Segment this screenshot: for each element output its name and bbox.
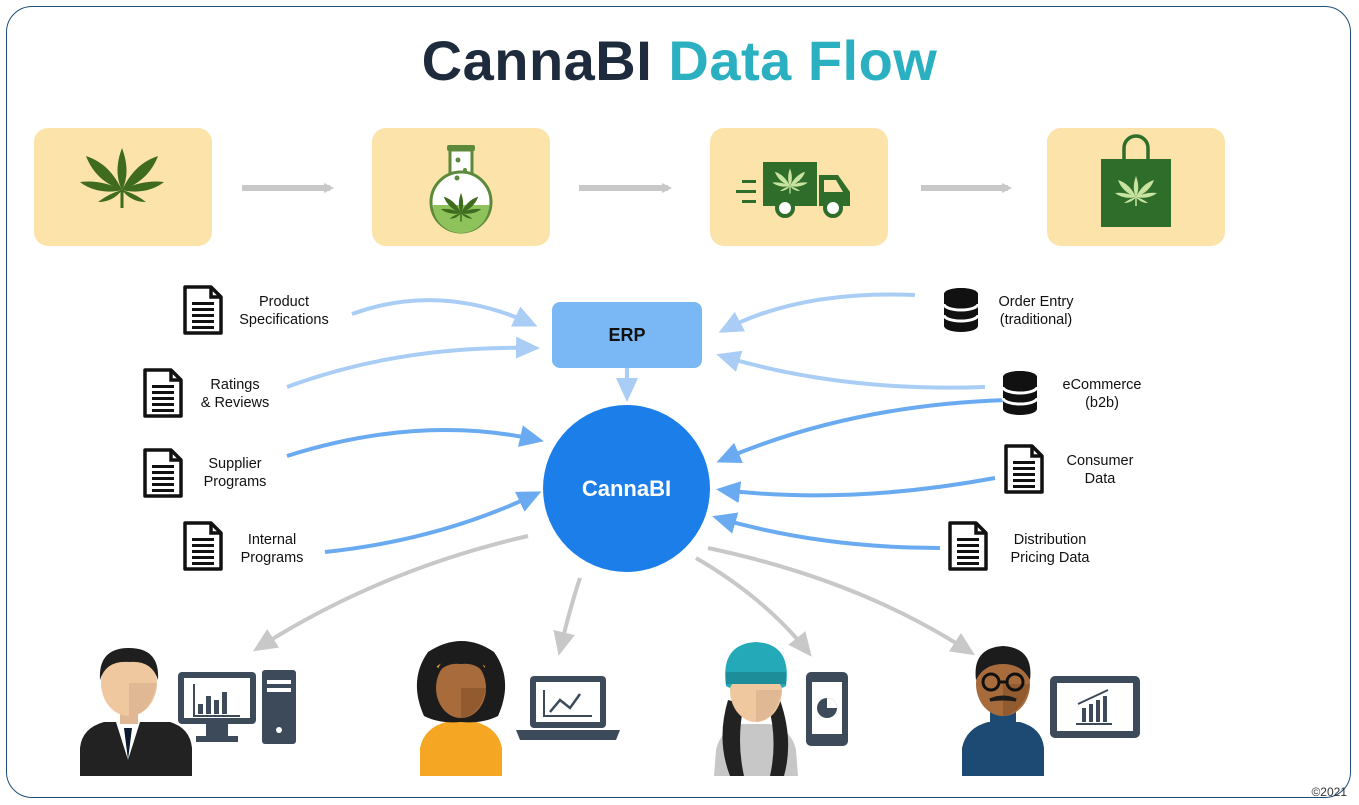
database-icon — [942, 286, 980, 334]
source-label-order-entry: Order Entry(traditional) — [998, 294, 1074, 328]
erp-label: ERP — [608, 324, 646, 345]
document-icon — [143, 368, 183, 418]
cannabi-label-suffix: BI — [649, 475, 672, 501]
outbound-arrows — [252, 534, 976, 657]
flask-icon — [429, 145, 493, 234]
source-label-ratings-reviews: Ratings& Reviews — [200, 377, 270, 411]
phone-user — [714, 642, 848, 776]
shopping-bag-icon — [1101, 134, 1171, 227]
leaf-icon — [80, 148, 164, 208]
document-icon — [183, 285, 223, 335]
truck-icon — [736, 162, 850, 218]
title-part2: Data Flow — [668, 29, 938, 92]
source-label-ecommerce: eCommerce(b2b) — [1062, 377, 1142, 411]
document-icon — [1004, 444, 1044, 494]
erp-node: ERP — [552, 302, 702, 368]
tablet-user — [962, 646, 1140, 776]
desktop-user — [80, 648, 296, 776]
page-frame — [6, 6, 1351, 798]
copyright-text: ©2021 — [1311, 785, 1347, 799]
right-inbound-arrows — [712, 292, 1008, 550]
page-title: CannaBI Data Flow — [0, 28, 1359, 93]
document-icon — [143, 448, 183, 498]
title-part1: CannaBI — [421, 29, 653, 92]
database-icon — [1001, 369, 1039, 417]
document-icon — [948, 521, 988, 571]
document-icon — [183, 521, 223, 571]
cannabi-label-prefix: Canna — [581, 475, 650, 501]
laptop-user — [416, 641, 620, 776]
left-inbound-arrows — [286, 298, 544, 554]
